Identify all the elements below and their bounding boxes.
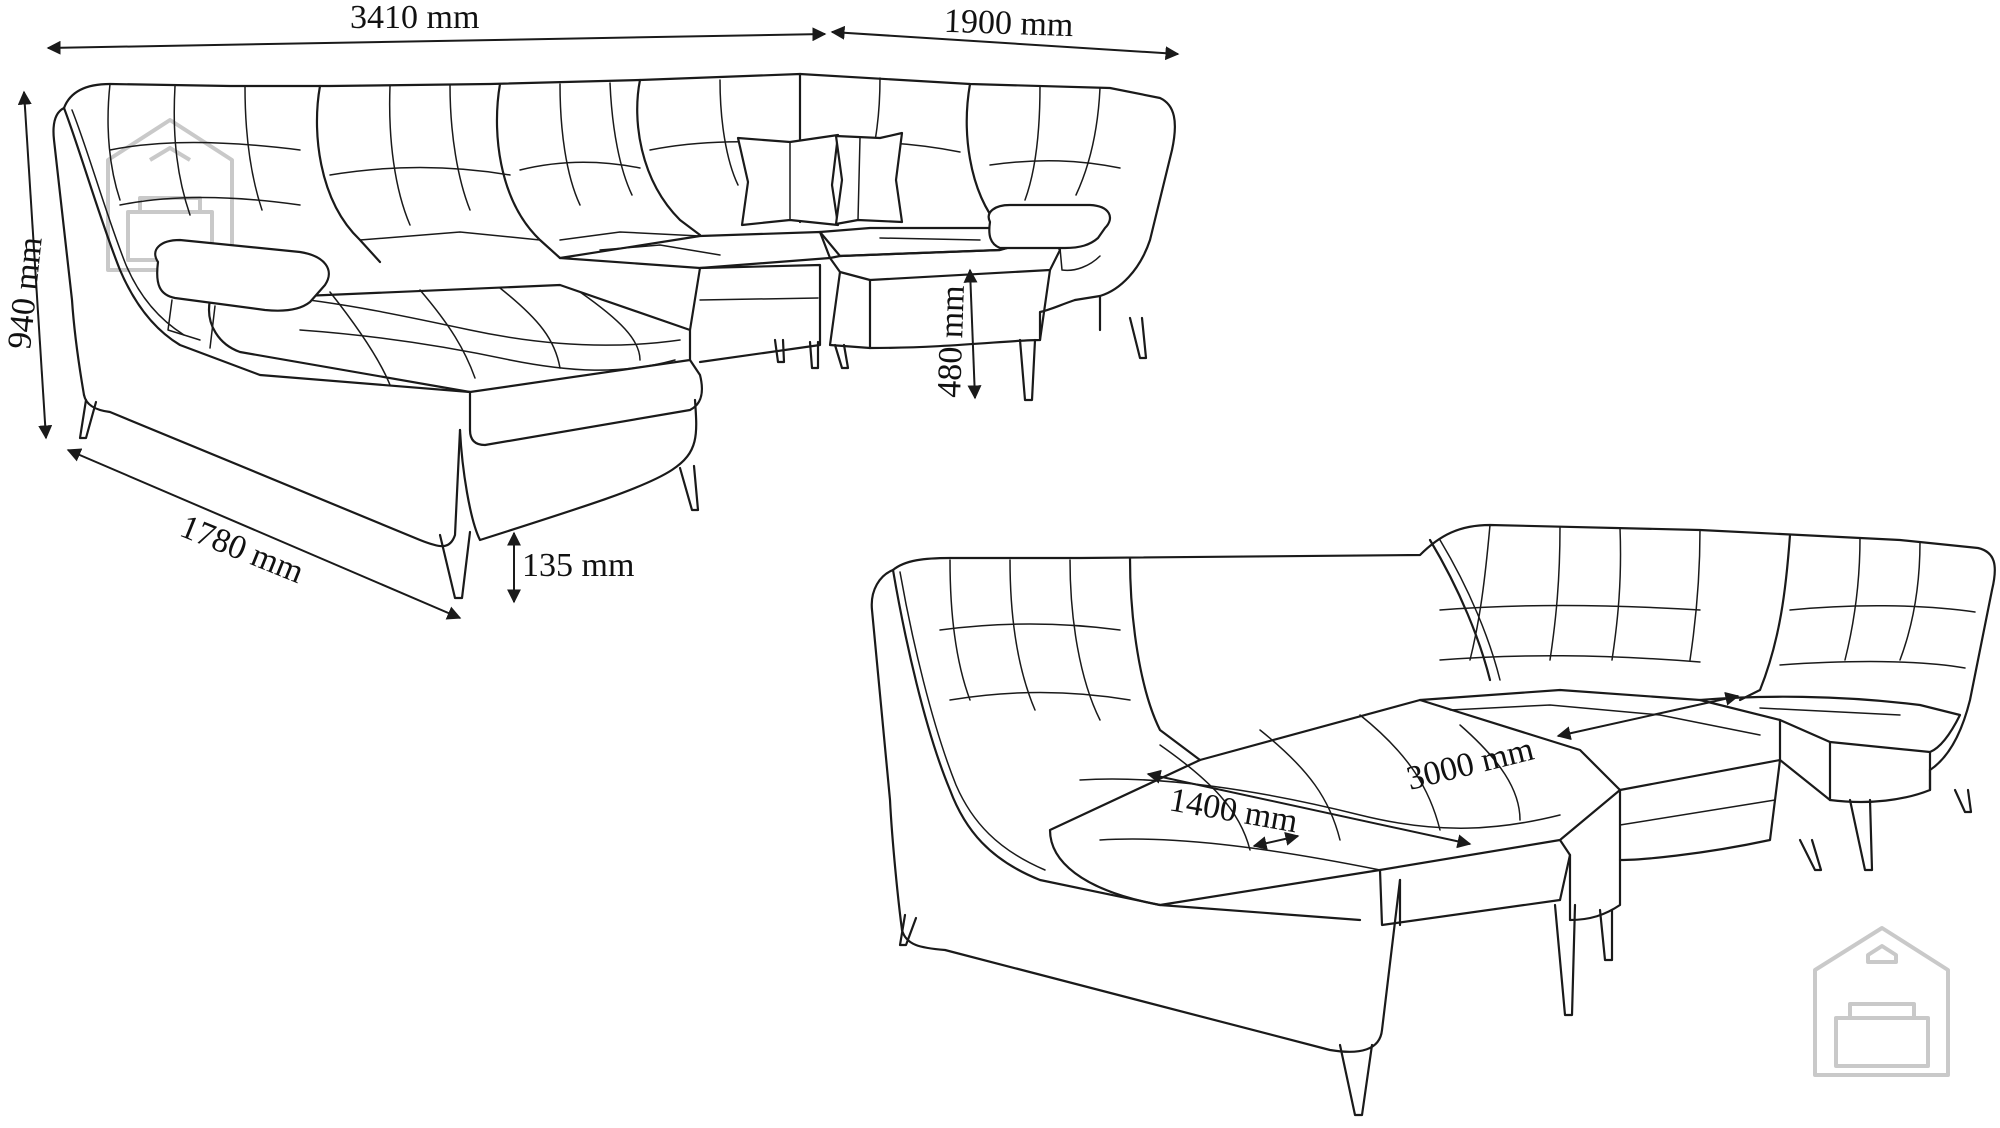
total-width-label: 3410 mm bbox=[350, 0, 479, 36]
bed-length-label: 3000 mm bbox=[1403, 731, 1538, 798]
leg-height-label: 135 mm bbox=[522, 547, 634, 584]
sofa-assembled-drawing bbox=[52, 72, 1176, 600]
house-sofa-logo-icon bbox=[1813, 926, 1950, 1077]
side-width-label: 1900 mm bbox=[943, 3, 1074, 44]
seat-height-label: 480 mm bbox=[931, 285, 972, 399]
height-label: 940 mm bbox=[1, 235, 50, 351]
sofa-bed-drawing bbox=[870, 523, 1996, 1117]
dimension-lines bbox=[17, 25, 1740, 851]
bed-width-label: 1400 mm bbox=[1167, 781, 1301, 840]
chaise-length-label: 1780 mm bbox=[175, 508, 309, 591]
